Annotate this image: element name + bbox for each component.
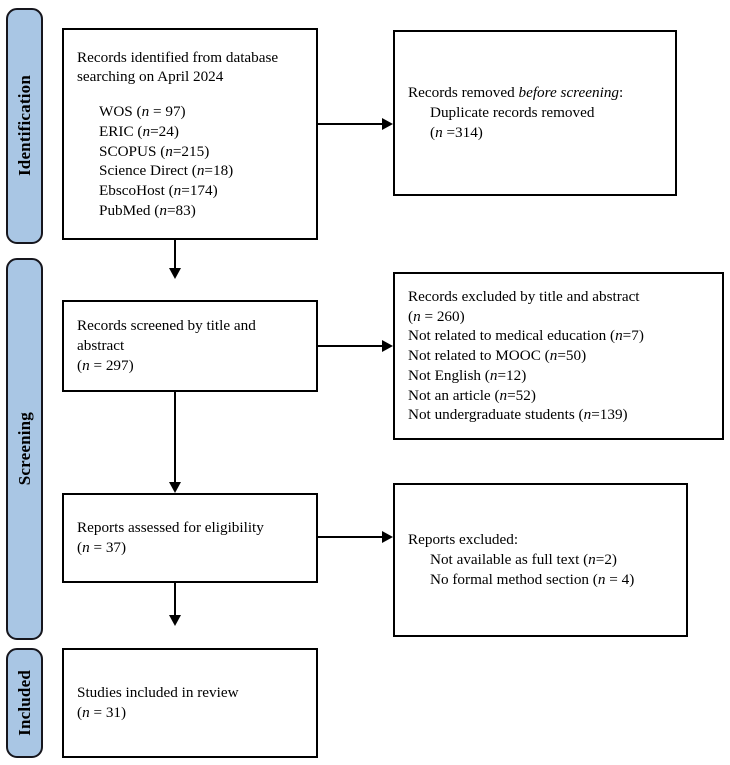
records-removed-italic: before screening: [518, 84, 620, 102]
source-scopus-count: (n=215): [160, 142, 210, 160]
records-screened-line2: abstract: [77, 337, 125, 355]
box-reports-assessed-body: Reports assessed for eligibility (n = 37…: [64, 518, 316, 558]
arrowhead-screened-to-assessed: [169, 482, 181, 493]
records-removed-prefix: Records removed: [408, 84, 519, 102]
box-records-identified: Records identified from database searchi…: [62, 28, 318, 240]
box-reports-excluded: Reports excluded: Not available as full …: [393, 483, 688, 637]
box-studies-included: Studies included in review (n = 31): [62, 648, 318, 758]
source-eric-count: (n=24): [137, 122, 179, 140]
source-ebscohost: EbscoHost (n=174): [77, 181, 303, 201]
connector-identified-to-screened: [174, 240, 176, 270]
box-records-removed: Records removed before screening: Duplic…: [393, 30, 677, 196]
reports-excluded-heading: Reports excluded:: [408, 531, 519, 549]
stage-pill-included: Included: [6, 648, 43, 758]
arrowhead-identified-to-removed: [382, 118, 393, 130]
arrowhead-assessed-to-included: [169, 615, 181, 626]
box-reports-excluded-body: Reports excluded: Not available as full …: [395, 530, 686, 589]
source-eric-name: ERIC: [99, 122, 134, 140]
spacer: [77, 87, 303, 102]
studies-included-count: (n = 31): [77, 704, 127, 721]
source-wos: WOS (n = 97): [77, 102, 303, 122]
reports-excluded-reason-1: Not available as full text (n=2): [430, 551, 617, 569]
connector-screened-to-assessed: [174, 392, 176, 484]
source-scopus-name: SCOPUS: [99, 142, 157, 160]
source-science-direct-name: Science Direct: [99, 162, 188, 180]
stage-label-included: Included: [14, 670, 34, 736]
box-records-removed-body: Records removed before screening: Duplic…: [395, 83, 675, 142]
arrowhead-assessed-to-reports-excluded: [382, 531, 393, 543]
records-excluded-heading: Records excluded by title and abstract: [408, 287, 640, 305]
records-excluded-reason-4: Not an article (n=52): [408, 386, 536, 404]
source-pubmed-name: PubMed: [99, 201, 151, 219]
box-reports-assessed: Reports assessed for eligibility (n = 37…: [62, 493, 318, 583]
records-screened-line1: Records screened by title and: [77, 317, 256, 335]
connector-identified-to-removed: [318, 123, 384, 125]
source-pubmed-count: (n=83): [154, 201, 196, 219]
records-screened-count: (n = 297): [77, 356, 134, 374]
records-identified-title-line1: Records identified from database: [77, 48, 279, 66]
source-ebscohost-name: EbscoHost: [99, 182, 165, 199]
stage-pill-screening: Screening: [6, 258, 43, 640]
stage-label-screening: Screening: [14, 412, 34, 486]
stage-pill-identification: Identification: [6, 8, 43, 244]
records-excluded-reason-3: Not English (n=12): [408, 366, 527, 384]
source-scopus: SCOPUS (n=215): [77, 142, 303, 162]
box-records-excluded: Records excluded by title and abstract (…: [393, 272, 724, 440]
box-records-identified-body: Records identified from database searchi…: [64, 48, 316, 221]
records-removed-suffix: :: [619, 84, 624, 102]
records-removed-count: (n =314): [430, 123, 483, 141]
source-pubmed: PubMed (n=83): [77, 201, 303, 221]
connector-assessed-to-reports-excluded: [318, 536, 384, 538]
records-removed-heading: Records removed before screening:: [408, 83, 662, 103]
records-removed-item: Duplicate records removed: [430, 104, 595, 122]
arrowhead-screened-to-excluded: [382, 340, 393, 352]
reports-assessed-line1: Reports assessed for eligibility: [77, 519, 264, 537]
studies-included-line1: Studies included in review: [77, 684, 239, 702]
records-identified-title-line2: searching on April 2024: [77, 68, 224, 86]
arrowhead-identified-to-screened: [169, 268, 181, 279]
box-records-screened: Records screened by title and abstract (…: [62, 300, 318, 392]
stage-label-identification: Identification: [14, 75, 34, 177]
records-excluded-count: (n = 260): [408, 307, 465, 325]
connector-assessed-to-included: [174, 583, 176, 618]
source-science-direct: Science Direct (n=18): [77, 161, 303, 181]
box-studies-included-body: Studies included in review (n = 31): [64, 683, 316, 723]
box-records-screened-body: Records screened by title and abstract (…: [64, 316, 316, 375]
source-eric: ERIC (n=24): [77, 122, 303, 142]
connector-screened-to-excluded: [318, 345, 384, 347]
source-wos-count: (n = 97): [136, 103, 186, 120]
box-records-excluded-body: Records excluded by title and abstract (…: [395, 287, 722, 425]
reports-excluded-reason-2: No formal method section (n = 4): [430, 570, 635, 588]
source-ebscohost-count: (n=174): [168, 182, 218, 199]
records-excluded-reason-5: Not undergraduate students (n=139): [408, 406, 628, 424]
reports-assessed-count: (n = 37): [77, 539, 127, 556]
source-wos-name: WOS: [99, 103, 133, 120]
records-excluded-reason-2: Not related to MOOC (n=50): [408, 347, 587, 365]
records-excluded-reason-1: Not related to medical education (n=7): [408, 327, 644, 345]
source-science-direct-count: (n=18): [191, 162, 234, 180]
